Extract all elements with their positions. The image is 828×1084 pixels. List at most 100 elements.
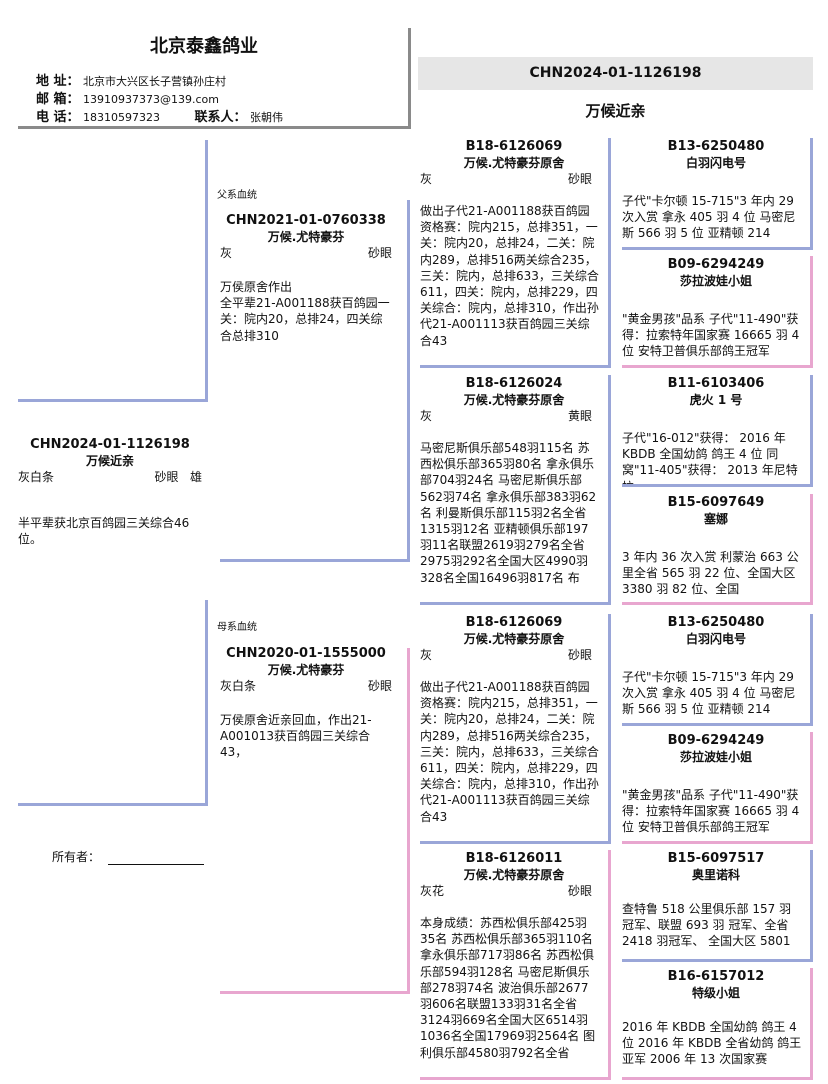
grandparent-name: 万候.尤特豪芬原舍 (463, 393, 565, 407)
grandparent-traits: 灰花 砂眼 (420, 883, 608, 899)
connector-dam-bottom (220, 991, 410, 994)
connector-subject-bottom (18, 803, 208, 806)
phone-value: 18310597323 (83, 111, 161, 124)
connector-dam-right (407, 648, 410, 994)
address-label: 地 址： (36, 74, 80, 89)
grandparent-ring-number: B18-6126011 (465, 851, 563, 866)
great-grandparent-card-5: B13-6250480 白羽闪电号 子代"卡尔顿 15-715"3 年内 29 … (622, 614, 813, 726)
great-grandparent-name: 特级小姐 (691, 986, 740, 1000)
header-box (18, 28, 411, 129)
connector-subject-top (18, 399, 208, 402)
great-grandparent-card-2: B09-6294249 莎拉波娃小姐 "黄金男孩"品系 子代"11-490"获得… (622, 256, 813, 368)
great-grandparent-name: 莎拉波娃小姐 (679, 750, 752, 764)
grandparent-eye: 黄眼 (567, 409, 592, 423)
great-grandparent-description: "黄金男孩"品系 子代"11-490"获得：拉索特年国家赛 16665 羽 4 … (622, 788, 800, 835)
dam-eye: 砂眼 (367, 679, 392, 693)
dam-card: CHN2020-01-1555000 万候.尤特豪芬 灰白条 砂眼 万侯原舍近亲… (220, 645, 392, 775)
grandparent-color: 灰 (420, 172, 433, 186)
banner-ring-number: CHN2024-01-1126198 (529, 65, 702, 81)
subject-ring-number: CHN2024-01-1126198 (30, 437, 190, 452)
grandparent-name: 万候.尤特豪芬原舍 (463, 632, 565, 646)
grandparent-traits: 灰 黄眼 (420, 408, 608, 424)
great-grandparent-name: 奥里诺科 (691, 868, 740, 882)
subject-color: 灰白条 (18, 470, 55, 484)
great-grandparent-ring-number: B11-6103406 (667, 376, 765, 391)
great-grandparent-card-4: B15-6097649 塞娜 3 年内 36 次入赏 利蒙治 663 公里全省 … (622, 494, 813, 605)
sire-line-label: 父系血统 (217, 190, 257, 201)
connector-sire-bottom (220, 559, 410, 562)
great-grandparent-card-3: B11-6103406 虎火 1 号 子代"16-012"获得： 2016 年 … (622, 375, 813, 487)
grandparent-eye: 砂眼 (567, 648, 592, 662)
subject-sex: 雄 (189, 470, 202, 484)
email-value: 13910937373@139.com (83, 93, 220, 106)
subject-description: 半平辈获北京百鸽园三关综合46位。 (18, 516, 190, 547)
dam-line-label: 母系血统 (217, 622, 257, 633)
great-grandparent-name: 白羽闪电号 (685, 156, 746, 170)
grandparent-color: 灰花 (420, 884, 445, 898)
sire-traits: 灰 砂眼 (220, 245, 392, 261)
great-grandparent-description: 2016 年 KBDB 全国幼鸽 鸽王 4 位 2016 年 KBDB 全省幼鸽… (622, 1020, 802, 1067)
connector-sire-right (407, 200, 410, 562)
kennel-name: 北京泰鑫鸽业 (150, 36, 258, 57)
email-label: 邮 箱： (36, 92, 80, 107)
great-grandparent-name: 塞娜 (703, 512, 728, 526)
great-grandparent-description: 查特鲁 518 公里俱乐部 157 羽 冠军、联盟 693 羽 冠军、全省 24… (622, 902, 792, 949)
great-grandparent-ring-number: B13-6250480 (667, 615, 765, 630)
owner-field: 所有者： (52, 848, 204, 865)
contact-value: 张朝伟 (250, 111, 284, 124)
great-grandparent-ring-number: B15-6097649 (667, 495, 765, 510)
address-line: 地 址： 北京市大兴区长子营镇孙庄村 (36, 70, 226, 89)
sire-card: CHN2021-01-0760338 万候.尤特豪芬 灰 砂眼 万侯原舍作出 全… (220, 212, 392, 362)
dam-traits: 灰白条 砂眼 (220, 678, 392, 694)
sire-name: 万候.尤特豪芬 (267, 230, 345, 244)
grandparent-description: 做出子代21-A001188获百鸽园资格赛：院内215，总排351，一关：院内2… (420, 204, 599, 348)
great-grandparent-card-6: B09-6294249 莎拉波娃小姐 "黄金男孩"品系 子代"11-490"获得… (622, 732, 813, 844)
grandparent-card-4: B18-6126011 万候.尤特豪芬原舍 灰花 砂眼 本身成绩：苏西松俱乐部4… (420, 850, 611, 1080)
grandparent-description: 做出子代21-A001188获百鸽园资格赛：院内215，总排351，一关：院内2… (420, 680, 599, 824)
grandparent-card-2: B18-6126024 万候.尤特豪芬原舍 灰 黄眼 马密尼斯俱乐部548羽11… (420, 375, 611, 605)
sire-ring-number: CHN2021-01-0760338 (226, 213, 386, 228)
sire-color: 灰 (220, 246, 233, 260)
great-grandparent-description: 子代"卡尔顿 15-715"3 年内 29 次入赏 拿永 405 羽 4 位 马… (622, 194, 796, 241)
grandparent-traits: 灰 砂眼 (420, 647, 608, 663)
great-grandparent-card-7: B15-6097517 奥里诺科 查特鲁 518 公里俱乐部 157 羽 冠军、… (622, 850, 813, 962)
grandparent-description: 马密尼斯俱乐部548羽115名 苏西松俱乐部365羽80名 拿永俱乐部704羽2… (420, 441, 597, 585)
owner-blank-line (107, 864, 204, 865)
grandparent-ring-number: B18-6126069 (465, 615, 563, 630)
ring-banner (418, 57, 813, 90)
connector-sire-vertical (205, 140, 208, 402)
great-grandparent-description: 子代"16-012"获得： 2016 年 KBDB 全国幼鸽 鸽王 4 位 同窝… (622, 431, 798, 487)
grandparent-color: 灰 (420, 648, 433, 662)
dam-name: 万候.尤特豪芬 (267, 663, 345, 677)
great-grandparent-description: 3 年内 36 次入赏 利蒙治 663 公里全省 565 羽 22 位、全国大区… (622, 550, 799, 597)
grandparent-eye: 砂眼 (567, 172, 592, 186)
subject-pigeon-card: CHN2024-01-1126198 万候近亲 灰白条 砂眼 雄 半平辈获北京百… (18, 436, 202, 576)
great-grandparent-description: "黄金男孩"品系 子代"11-490"获得：拉索特年国家赛 16665 羽 4 … (622, 312, 800, 359)
email-line: 邮 箱： 13910937373@139.com (36, 88, 219, 107)
great-grandparent-ring-number: B09-6294249 (667, 733, 765, 748)
grandparent-eye: 砂眼 (567, 884, 592, 898)
great-grandparent-ring-number: B09-6294249 (667, 257, 765, 272)
great-grandparent-card-8: B16-6157012 特级小姐 2016 年 KBDB 全国幼鸽 鸽王 4 位… (622, 968, 813, 1080)
great-grandparent-card-1: B13-6250480 白羽闪电号 子代"卡尔顿 15-715"3 年内 29 … (622, 138, 813, 250)
grandparent-name: 万候.尤特豪芬原舍 (463, 868, 565, 882)
great-grandparent-name: 莎拉波娃小姐 (679, 274, 752, 288)
grandparent-name: 万候.尤特豪芬原舍 (463, 156, 565, 170)
grandparent-traits: 灰 砂眼 (420, 171, 608, 187)
subject-name: 万候近亲 (85, 454, 134, 468)
great-grandparent-ring-number: B16-6157012 (667, 969, 765, 984)
dam-ring-number: CHN2020-01-1555000 (226, 646, 386, 661)
banner-pigeon-name: 万候近亲 (585, 102, 646, 120)
grandparent-ring-number: B18-6126069 (465, 139, 563, 154)
dam-color: 灰白条 (220, 679, 257, 693)
great-grandparent-name: 白羽闪电号 (685, 632, 746, 646)
subject-eye: 砂眼 (154, 470, 179, 484)
great-grandparent-description: 子代"卡尔顿 15-715"3 年内 29 次入赏 拿永 405 羽 4 位 马… (622, 670, 796, 717)
owner-label: 所有者： (52, 850, 101, 864)
grandparent-card-3: B18-6126069 万候.尤特豪芬原舍 灰 砂眼 做出子代21-A00118… (420, 614, 611, 844)
great-grandparent-ring-number: B15-6097517 (667, 851, 765, 866)
grandparent-ring-number: B18-6126024 (465, 376, 563, 391)
contact-label: 联系人： (194, 110, 247, 125)
grandparent-description: 本身成绩：苏西松俱乐部425羽35名 苏西松俱乐部365羽110名 拿永俱乐部7… (420, 916, 596, 1060)
great-grandparent-ring-number: B13-6250480 (667, 139, 765, 154)
